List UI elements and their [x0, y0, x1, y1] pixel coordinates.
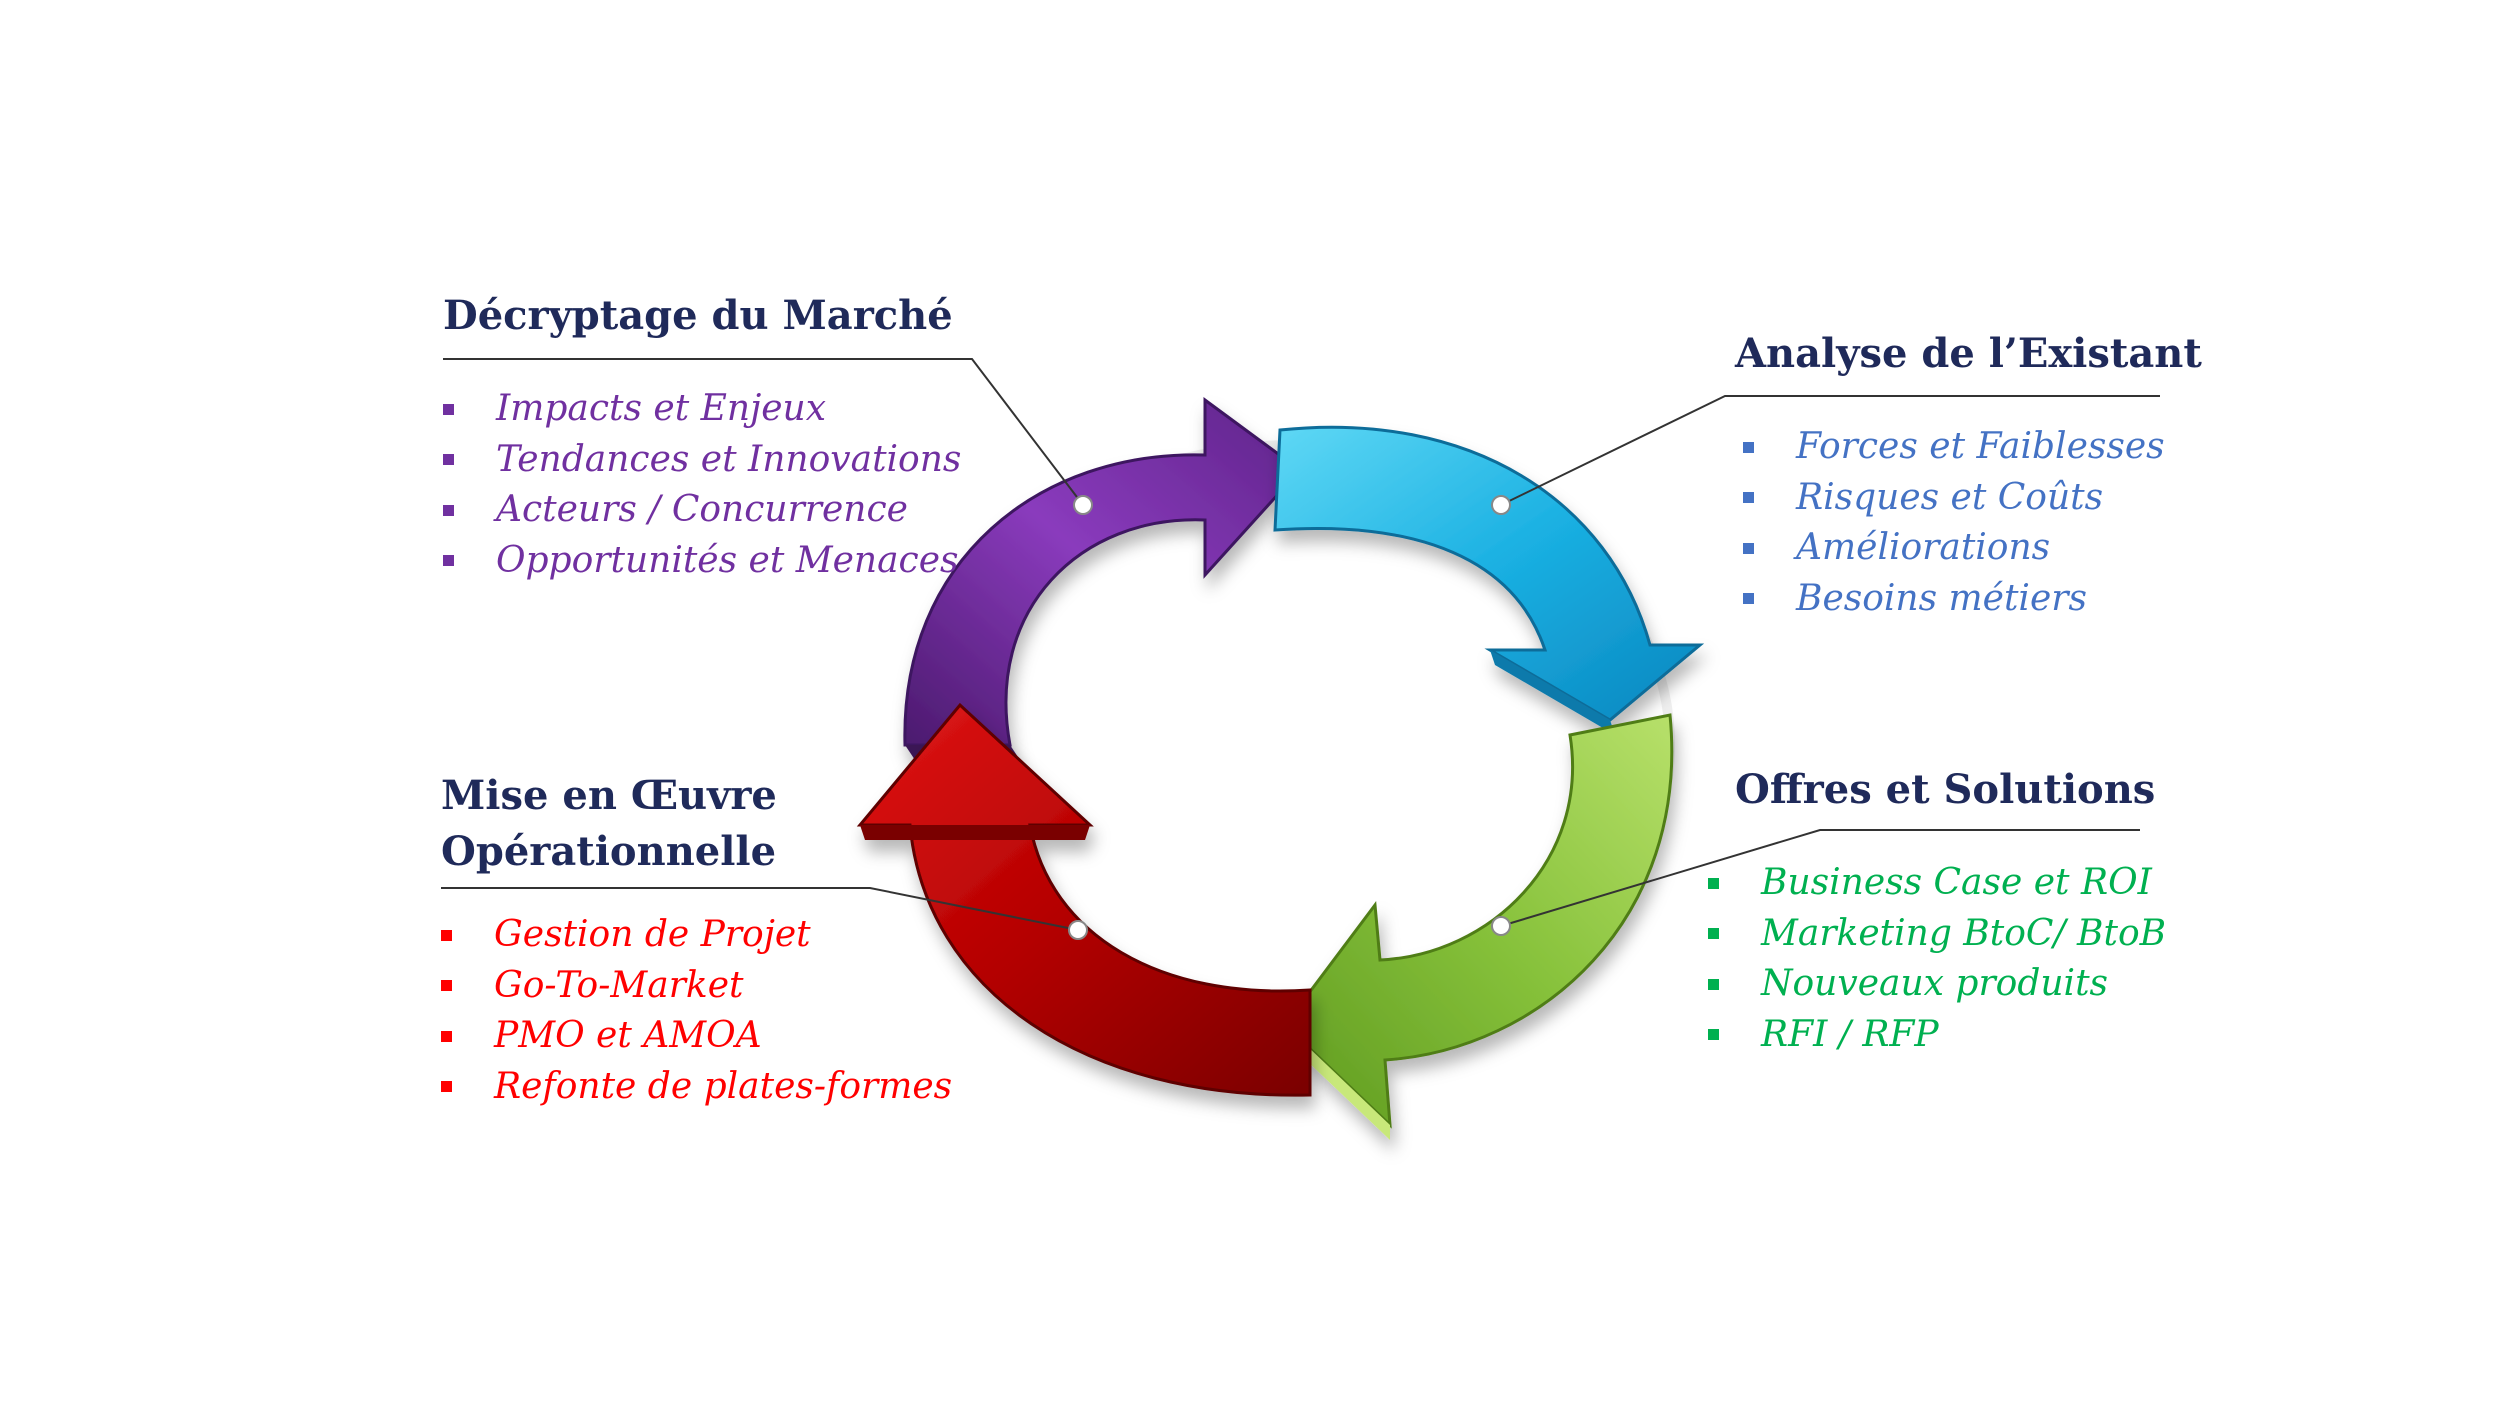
square-bullet-icon: [443, 454, 454, 466]
section-title: Offres et Solutions: [1735, 766, 2156, 813]
list-item: RFI / RFP: [1708, 1010, 2178, 1061]
list-item: PMO et AMOA: [441, 1011, 1001, 1062]
dot-marche: [1073, 495, 1093, 515]
list-item: Risques et Coûts: [1743, 473, 2205, 524]
square-bullet-icon: [443, 504, 454, 516]
leader-line-oeuvre: [441, 887, 1079, 931]
square-bullet-icon: [1743, 492, 1754, 504]
arrow-green: [1283, 713, 1674, 1140]
arrow-red: [856, 702, 1312, 1097]
section-title-line2: Opérationnelle: [441, 828, 777, 875]
square-bullet-icon: [441, 1081, 452, 1093]
section-title: Décryptage du Marché: [443, 292, 953, 339]
section-mise-en-oeuvre: Mise en Œuvre Opérationnelle Gestion de …: [441, 768, 1001, 1112]
list-item: Gestion de Projet: [441, 910, 1001, 961]
square-bullet-icon: [1708, 928, 1719, 940]
leader-line-offres: [1500, 829, 2140, 927]
section-analyse: Analyse de l’Existant Forces et Faibless…: [1735, 326, 2205, 624]
dot-offres: [1491, 916, 1511, 936]
leader-line-existant: [1500, 395, 2160, 506]
list-item: Tendances et Innovations: [443, 435, 1003, 486]
square-bullet-icon: [1708, 877, 1719, 889]
section-title-line1: Mise en Œuvre: [441, 772, 777, 819]
list-item: Impacts et Enjeux: [443, 384, 1003, 435]
dot-oeuvre: [1068, 920, 1088, 940]
square-bullet-icon: [443, 555, 454, 567]
list-item: Nouveaux produits: [1708, 959, 2178, 1010]
list-item: Besoins métiers: [1743, 574, 2205, 625]
list-item: Marketing BtoC/ BtoB: [1708, 909, 2178, 960]
list-item: Go-To-Market: [441, 961, 1001, 1012]
list-item: Forces et Faiblesses: [1743, 422, 2205, 473]
square-bullet-icon: [441, 1030, 452, 1042]
item-list: Business Case et ROI Marketing BtoC/ Bto…: [1708, 858, 2178, 1060]
list-item: Refonte de plates-formes: [441, 1062, 1001, 1113]
leader-line-marche: [443, 358, 1084, 506]
arrow-blue: [1273, 425, 1705, 735]
square-bullet-icon: [1743, 441, 1754, 453]
list-item: Business Case et ROI: [1708, 858, 2178, 909]
dot-existant: [1491, 495, 1511, 515]
section-decryptage: Décryptage du Marché Impacts et Enjeux T…: [443, 288, 1003, 586]
square-bullet-icon: [1708, 978, 1719, 990]
list-item: Acteurs / Concurrence: [443, 485, 1003, 536]
list-item: Opportunités et Menaces: [443, 536, 1003, 587]
square-bullet-icon: [1743, 542, 1754, 554]
square-bullet-icon: [441, 929, 452, 941]
item-list: Forces et Faiblesses Risques et Coûts Am…: [1735, 422, 2205, 624]
section-offres: Offres et Solutions Business Case et ROI…: [1708, 762, 2178, 1060]
list-item: Améliorations: [1743, 523, 2205, 574]
item-list: Impacts et Enjeux Tendances et Innovatio…: [443, 384, 1003, 586]
square-bullet-icon: [443, 403, 454, 415]
square-bullet-icon: [441, 980, 452, 992]
item-list: Gestion de Projet Go-To-Market PMO et AM…: [441, 910, 1001, 1112]
square-bullet-icon: [1743, 593, 1754, 605]
section-title: Analyse de l’Existant: [1735, 330, 2202, 377]
square-bullet-icon: [1708, 1029, 1719, 1041]
